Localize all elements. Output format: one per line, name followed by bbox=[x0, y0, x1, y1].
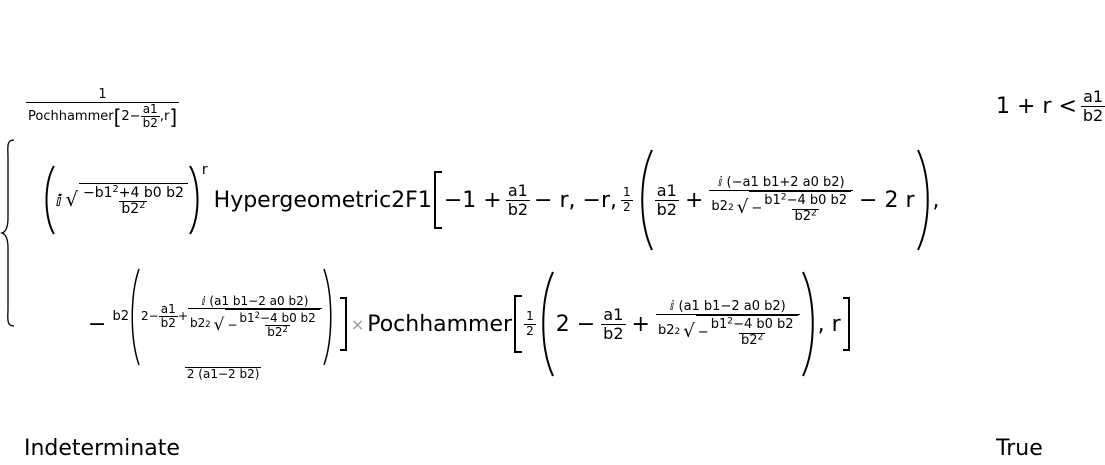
bracket-right bbox=[339, 297, 347, 351]
case2-condition: True bbox=[996, 436, 1043, 461]
top-fraction: 1 Pochhammer [ 2− a1 b2 ,r ] bbox=[26, 87, 180, 131]
paren-right-num bbox=[323, 268, 332, 366]
times-symbol: × bbox=[350, 314, 365, 334]
case1-condition: 1 + r < a1 b2 bbox=[996, 87, 1105, 125]
hypergeometric-function-name: Hypergeometric2F1 bbox=[213, 187, 432, 213]
paren-right-poch bbox=[801, 271, 814, 377]
line-hypergeometric: ⅈ √ −b12+4 b0 b2 b22 r Hypergeometric2F1… bbox=[42, 148, 940, 252]
paren-left-num bbox=[131, 268, 140, 366]
piecewise-brace bbox=[0, 139, 15, 327]
bracket-left-poch bbox=[514, 295, 523, 353]
paren-left bbox=[45, 165, 55, 235]
bracket-right-poch bbox=[842, 297, 850, 351]
imaginary-unit: ⅈ bbox=[56, 190, 62, 210]
paren-right bbox=[189, 165, 199, 235]
case2-value: Indeterminate bbox=[24, 436, 180, 461]
paren-left-large bbox=[640, 149, 653, 251]
paren-right-large bbox=[916, 149, 929, 251]
bracket-left bbox=[433, 171, 442, 229]
pochhammer-function-name: Pochhammer bbox=[367, 311, 513, 337]
paren-left-poch bbox=[542, 271, 554, 377]
